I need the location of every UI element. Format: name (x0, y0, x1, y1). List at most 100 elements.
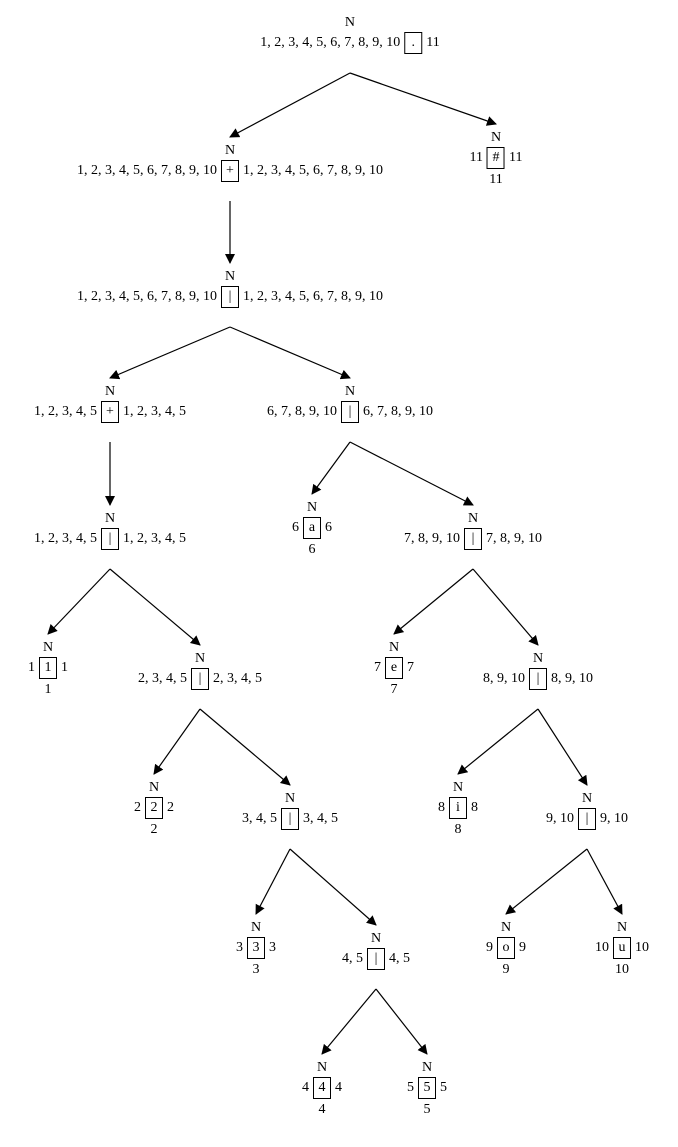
edge-or-l4-to-leaf-4 (321, 988, 377, 1055)
firstpos-set: 6, 7, 8, 9, 10 (267, 404, 337, 419)
node-symbol-box: 3 (247, 937, 265, 959)
nullable-label: N (467, 511, 479, 526)
firstpos-set: 1, 2, 3, 4, 5 (34, 531, 97, 546)
node-symbol-box: 4 (313, 1077, 331, 1099)
position-number: 8 (454, 822, 462, 837)
firstpos-set: 1, 2, 3, 4, 5, 6, 7, 8, 9, 10 (77, 289, 217, 304)
lastpos-set: 4, 5 (389, 951, 410, 966)
position-number: 4 (318, 1102, 326, 1117)
firstpos-set: 8, 9, 10 (483, 671, 525, 686)
edge-or-l2-to-leaf-2 (153, 708, 201, 775)
firstpos-set: 1, 2, 3, 4, 5, 6, 7, 8, 9, 10 (77, 163, 217, 178)
lastpos-set: 4 (335, 1080, 342, 1095)
position-number: 10 (615, 962, 629, 977)
edge-or-r1-to-or-r2 (349, 441, 474, 506)
lastpos-set: 5 (440, 1080, 447, 1095)
firstpos-set: 7, 8, 9, 10 (404, 531, 460, 546)
nullable-label: N (370, 931, 382, 946)
edge-or-l1-to-leaf-1 (47, 568, 111, 635)
nullable-label: N (581, 791, 593, 806)
node-symbol-box: + (101, 401, 119, 423)
nullable-label: N (490, 130, 502, 145)
edge-or-r4-to-leaf-o (505, 848, 588, 915)
position-number: 6 (308, 542, 316, 557)
lastpos-set: 2, 3, 4, 5 (213, 671, 262, 686)
lastpos-set: 1 (61, 660, 68, 675)
node-symbol-box: | (101, 528, 119, 550)
lastpos-set: 8, 9, 10 (551, 671, 593, 686)
lastpos-set: 8 (471, 800, 478, 815)
node-symbol-box: | (191, 668, 209, 690)
firstpos-set: 5 (407, 1080, 414, 1095)
firstpos-set: 11 (469, 150, 483, 165)
firstpos-set: 1, 2, 3, 4, 5 (34, 404, 97, 419)
node-symbol-box: a (303, 517, 321, 539)
lastpos-set: 7, 8, 9, 10 (486, 531, 542, 546)
node-symbol-box: 2 (145, 797, 163, 819)
lastpos-set: 9, 10 (600, 811, 628, 826)
tree-node-or-r3: N 8, 9, 10 | 8, 9, 10 (483, 651, 593, 690)
firstpos-set: 6 (292, 520, 299, 535)
lastpos-set: 3 (269, 940, 276, 955)
firstpos-set: 9 (486, 940, 493, 955)
node-symbol-box: + (221, 160, 239, 182)
node-symbol-box: | (341, 401, 359, 423)
nullable-label: N (500, 920, 512, 935)
node-symbol-box: | (281, 808, 299, 830)
position-number: 9 (502, 962, 510, 977)
node-symbol-box: o (497, 937, 515, 959)
node-symbol-box: | (367, 948, 385, 970)
lastpos-set: 2 (167, 800, 174, 815)
node-symbol-box: | (221, 286, 239, 308)
edge-or-r1-to-leaf-a (311, 441, 351, 495)
node-symbol-box: i (449, 797, 467, 819)
nullable-label: N (224, 269, 236, 284)
firstpos-set: 10 (595, 940, 609, 955)
lastpos-set: 11 (426, 35, 440, 50)
firstpos-set: 3 (236, 940, 243, 955)
nullable-label: N (344, 15, 356, 30)
node-symbol-box: e (385, 657, 403, 679)
edge-or-r4-to-leaf-u (586, 848, 623, 915)
lastpos-set: 9 (519, 940, 526, 955)
edge-or-r3-to-leaf-i (457, 708, 539, 775)
firstpos-set: 8 (438, 800, 445, 815)
lastpos-set: 3, 4, 5 (303, 811, 338, 826)
lastpos-set: 1, 2, 3, 4, 5 (123, 531, 186, 546)
nullable-label: N (194, 651, 206, 666)
position-number: 7 (390, 682, 398, 697)
nullable-label: N (148, 780, 160, 795)
node-symbol-box: 1 (39, 657, 57, 679)
position-number: 11 (489, 172, 503, 187)
firstpos-set: 1, 2, 3, 4, 5, 6, 7, 8, 9, 10 (260, 35, 401, 50)
nullable-label: N (532, 651, 544, 666)
edge-or-l4-to-leaf-5 (375, 988, 428, 1055)
edge-or-l2-to-or-l3 (199, 708, 291, 786)
lastpos-set: 10 (635, 940, 649, 955)
lastpos-set: 1, 2, 3, 4, 5, 6, 7, 8, 9, 10 (243, 289, 383, 304)
nullable-label: N (104, 511, 116, 526)
position-number: 3 (252, 962, 260, 977)
edge-or1-to-or-r1 (229, 326, 351, 380)
edge-or-r2-to-or-r3 (472, 568, 539, 646)
position-number: 1 (44, 682, 52, 697)
edge-or-r2-to-leaf-e (393, 568, 474, 635)
node-symbol-box: | (529, 668, 547, 690)
lastpos-set: 7 (407, 660, 414, 675)
node-symbol-box: | (464, 528, 482, 550)
tree-node-or1: N 1, 2, 3, 4, 5, 6, 7, 8, 9, 10 | 1, 2, 3, … (77, 269, 383, 308)
